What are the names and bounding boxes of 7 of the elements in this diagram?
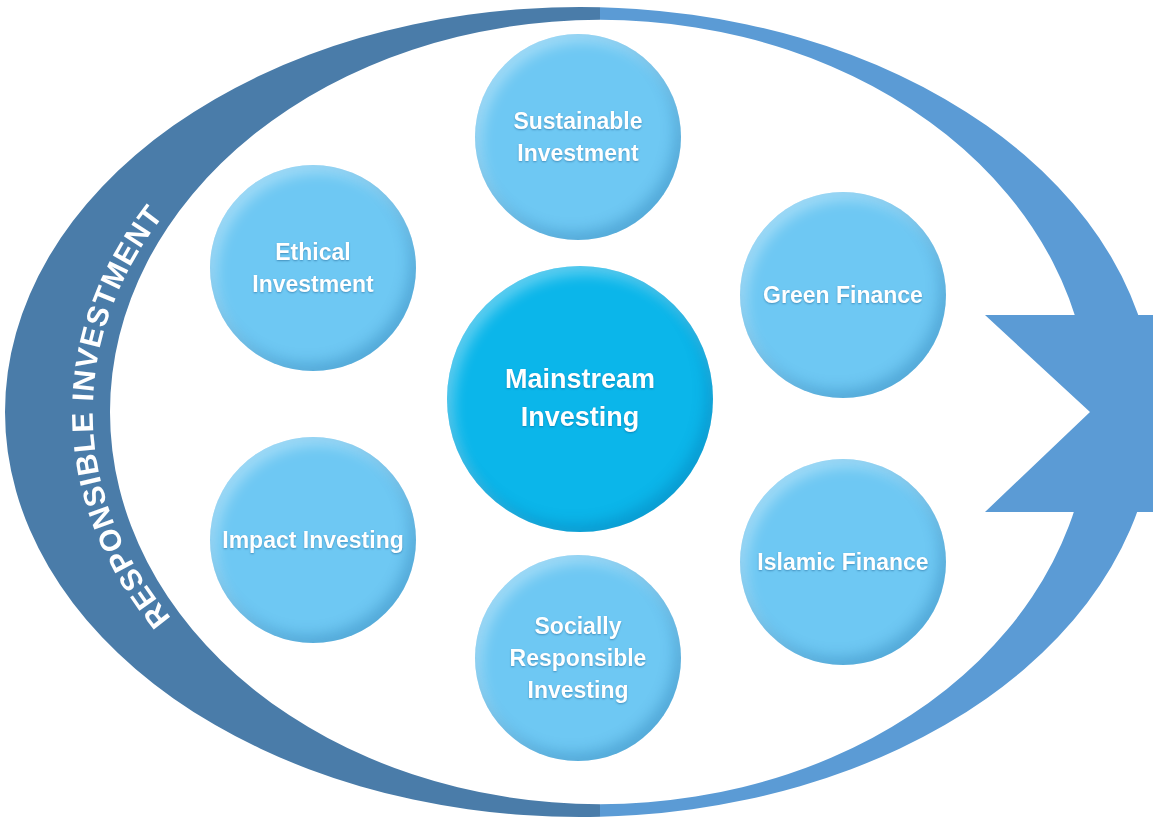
- node-label: Mainstream Investing: [503, 363, 657, 434]
- node-label: Socially Responsible Investing: [508, 611, 648, 706]
- node-label: Sustainable Investment: [512, 106, 644, 168]
- node-label: Ethical Investment: [251, 237, 375, 299]
- node-label: Green Finance: [762, 280, 924, 310]
- node-label: Islamic Finance: [756, 547, 930, 577]
- node-label: Impact Investing: [221, 525, 405, 555]
